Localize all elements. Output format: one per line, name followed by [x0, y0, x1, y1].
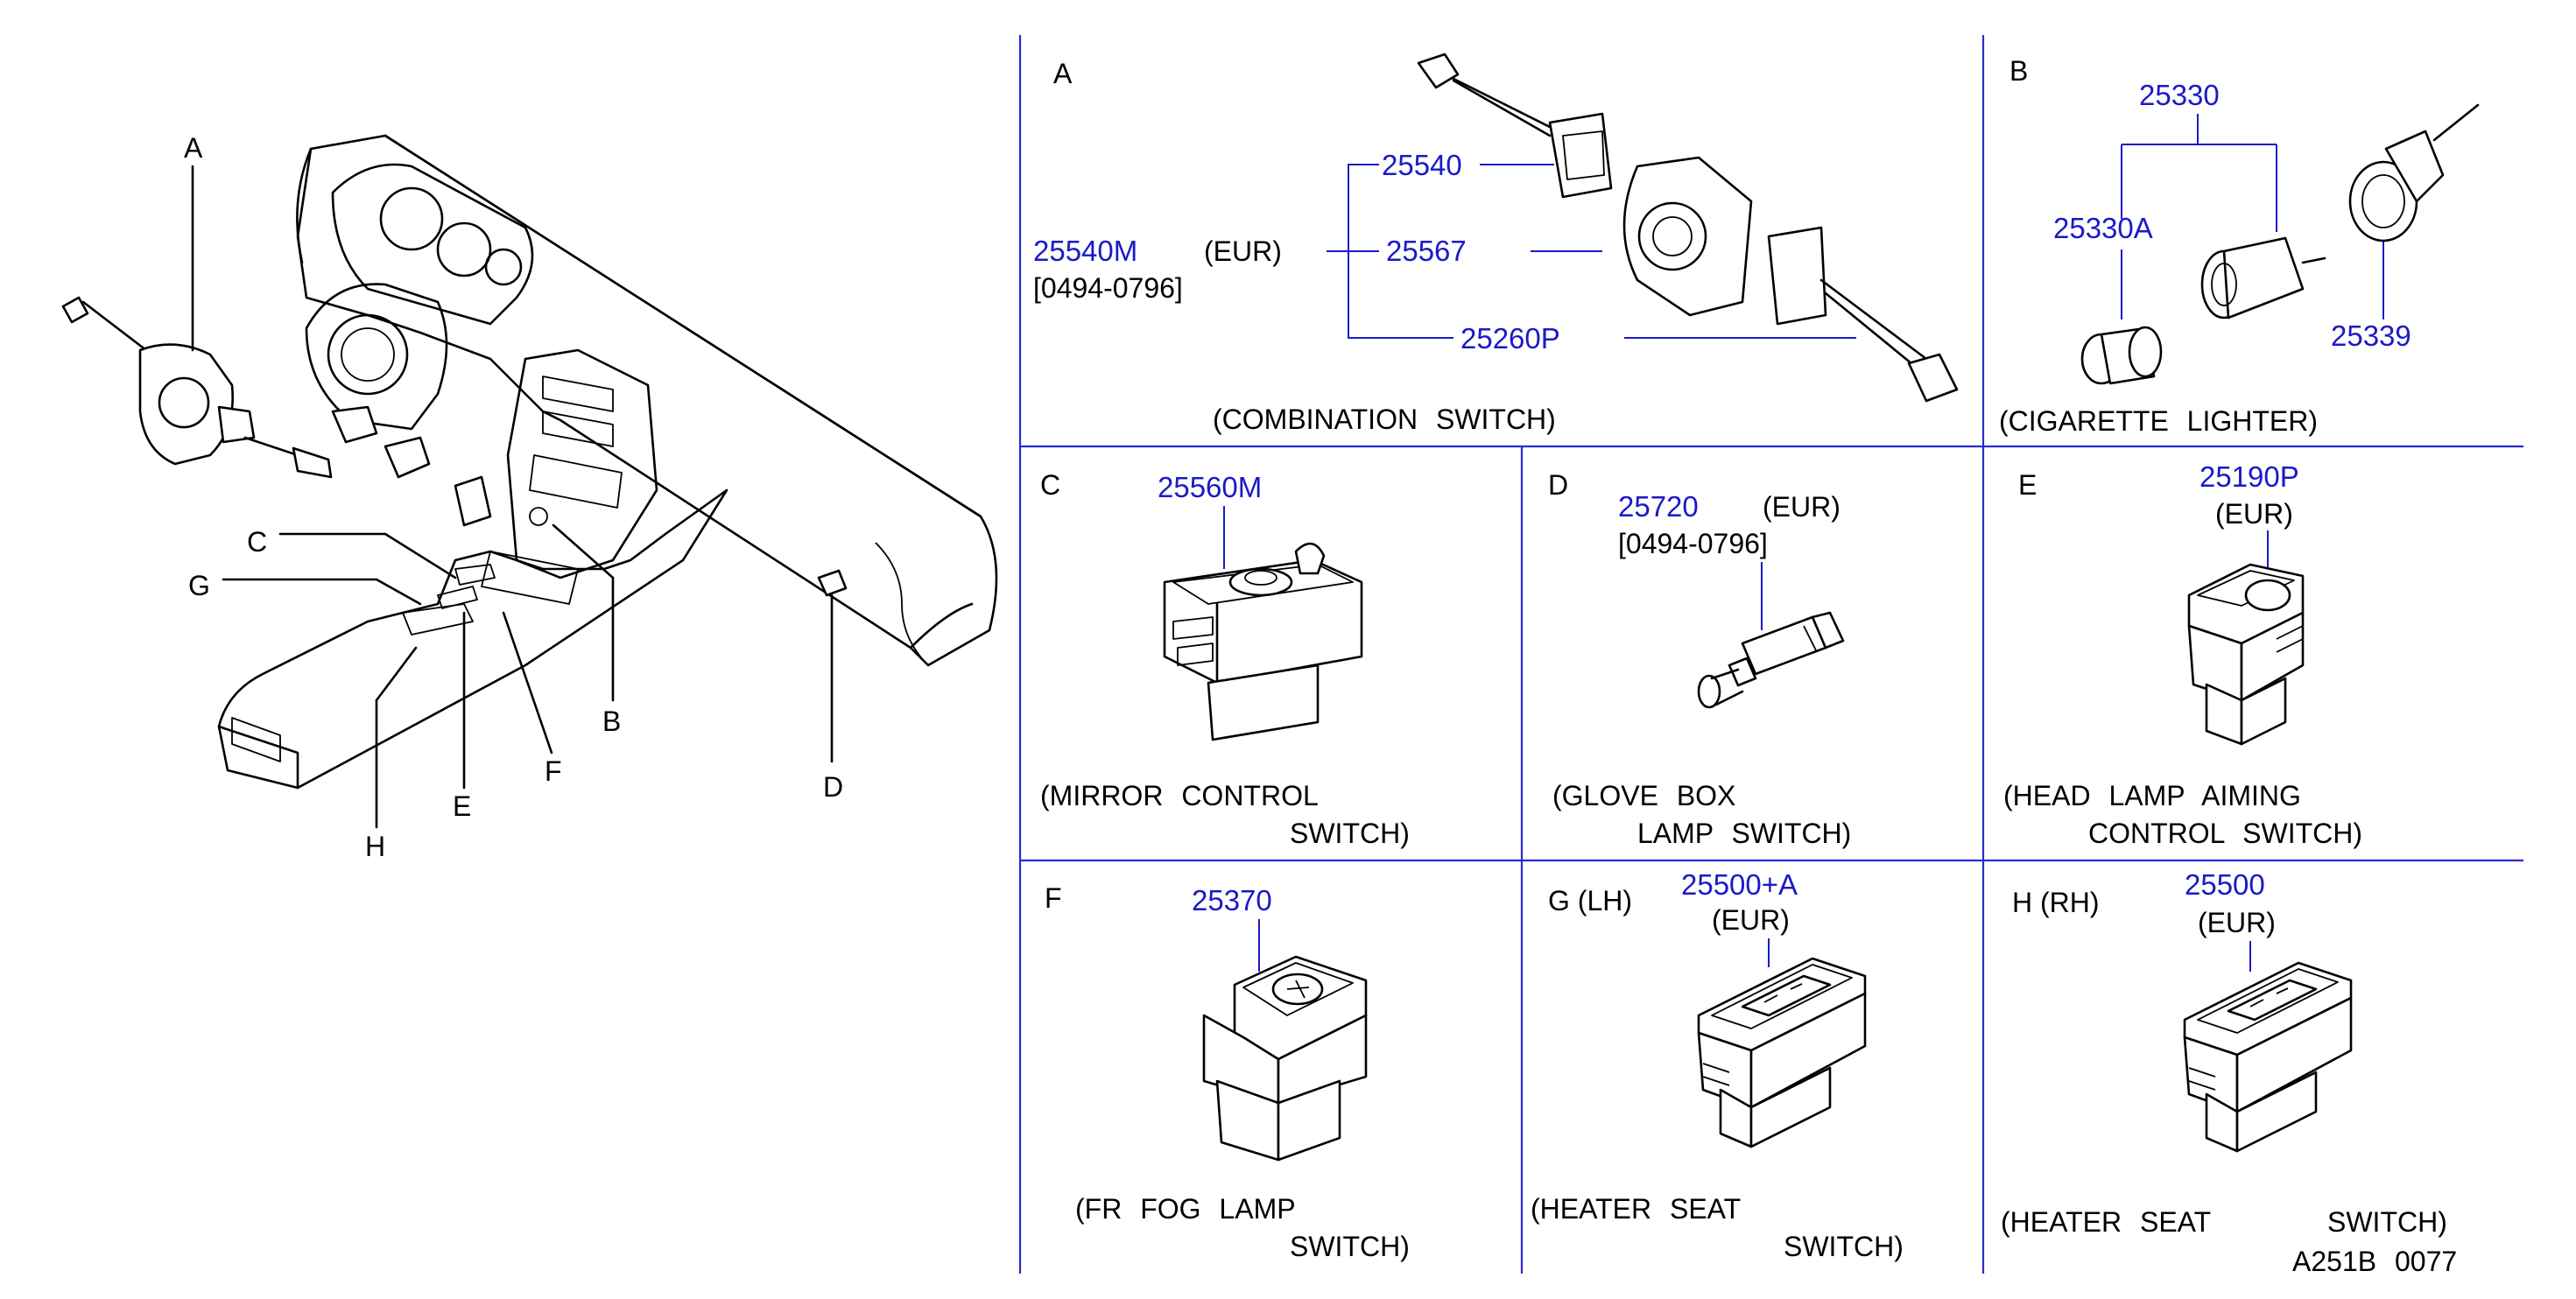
part-25330a: 25330A [2053, 212, 2153, 244]
overview-label-b: B [602, 706, 621, 737]
overview-label-e: E [453, 790, 471, 822]
panel-a-market: (EUR) [1204, 235, 1282, 267]
part-25339: 25339 [2331, 319, 2411, 352]
overview-label-f: F [545, 755, 562, 787]
overview-label-a: A [184, 132, 203, 164]
panel-c-letter: C [1040, 469, 1060, 501]
part-25500a: 25500+A [1681, 868, 1798, 901]
panel-d-caption-line1: (GLOVE BOX [1552, 780, 1735, 811]
panel-d-caption-line2: LAMP SWITCH) [1637, 818, 1851, 849]
panel-g-market: (EUR) [1712, 904, 1790, 936]
panel-d-letter: D [1548, 469, 1568, 501]
part-25500: 25500 [2185, 868, 2265, 901]
panel-b-caption: (CIGARETTE LIGHTER) [1999, 405, 2318, 437]
panel-h-letter: H (RH) [2012, 887, 2100, 918]
panel-a-date-range: [0494-0796] [1033, 272, 1183, 304]
part-25330: 25330 [2139, 79, 2220, 111]
part-25560m: 25560M [1158, 471, 1262, 503]
part-25260p: 25260P [1460, 322, 1560, 355]
overview-label-d: D [823, 771, 843, 803]
overview-label-h: H [365, 831, 385, 862]
part-25567: 25567 [1386, 235, 1467, 267]
part-25720: 25720 [1618, 490, 1699, 523]
panel-a: A 25540M (EUR) [0494-0796] 25540 25567 2… [1033, 53, 1959, 403]
panel-e-caption-line1: (HEAD LAMP AIMING [2003, 780, 2301, 811]
panel-g-caption-line1: (HEATER SEAT [1531, 1193, 1741, 1225]
panel-g: G (LH) 25500+A (EUR) [1548, 868, 1867, 1148]
panel-c-caption-line2: SWITCH) [1290, 818, 1410, 849]
panel-h: H (RH) 25500 (EUR) [2012, 868, 2353, 1153]
panel-e-letter: E [2018, 469, 2037, 501]
panel-h-caption-line1: (HEATER SEAT [2001, 1206, 2211, 1238]
part-25370: 25370 [1192, 884, 1272, 916]
panel-f-caption-line2: SWITCH) [1290, 1231, 1410, 1262]
panel-f-letter: F [1045, 882, 1062, 914]
panel-a-letter: A [1053, 58, 1073, 89]
panel-e: E 25190P (EUR) [2018, 460, 2305, 746]
part-25540m: 25540M [1033, 235, 1137, 267]
panel-c-caption-line1: (MIRROR CONTROL [1040, 780, 1319, 811]
overview-label-g: G [188, 570, 210, 601]
panel-h-market: (EUR) [2198, 907, 2276, 938]
panel-d-date-range: [0494-0796] [1618, 528, 1768, 559]
panel-e-market: (EUR) [2215, 498, 2293, 530]
panel-g-caption-line2: SWITCH) [1784, 1231, 1904, 1262]
panel-h-caption-line2: SWITCH) [2327, 1206, 2447, 1238]
diagram-code: A251B 0077 [2292, 1246, 2457, 1277]
part-25540: 25540 [1382, 149, 1462, 181]
panel-b: B 25330 25330A 25339 [2009, 55, 2480, 385]
panel-a-caption: (COMBINATION SWITCH) [1213, 404, 1556, 435]
panel-grid [1018, 35, 2523, 1274]
panel-g-letter: G (LH) [1548, 885, 1632, 916]
panel-f: F 25370 [1045, 882, 1368, 1162]
panel-f-caption-line1: (FR FOG LAMP [1075, 1193, 1296, 1225]
part-25190p: 25190P [2199, 460, 2299, 493]
panel-c: C 25560M [1040, 469, 1363, 741]
panel-d: D 25720 (EUR) [0494-0796] [1548, 469, 1845, 709]
overview-label-c: C [247, 526, 267, 558]
panel-d-market: (EUR) [1763, 491, 1841, 523]
panel-b-letter: B [2009, 55, 2028, 87]
dashboard-overview [61, 134, 998, 829]
panel-e-caption-line2: CONTROL SWITCH) [2088, 818, 2362, 849]
